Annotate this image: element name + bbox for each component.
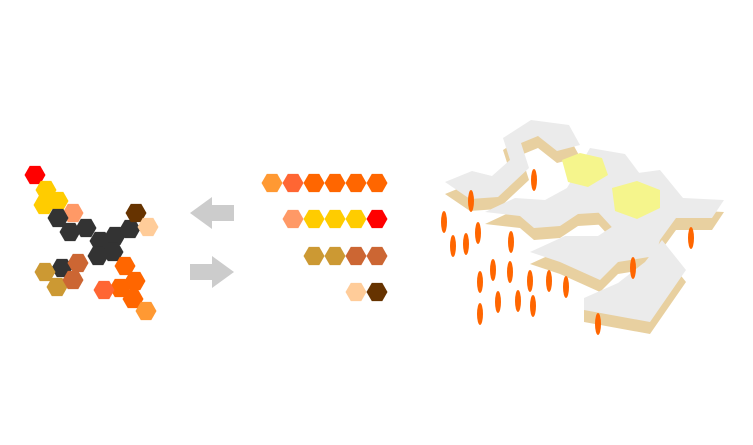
hexagon-coral <box>93 280 115 300</box>
droplet <box>530 295 536 317</box>
hexagon-light-orange <box>135 301 157 321</box>
droplet <box>630 257 636 279</box>
fragment-hexagon-orange <box>324 173 346 193</box>
fragment-hexagon-rust <box>366 246 388 266</box>
droplet <box>688 227 694 249</box>
droplets <box>441 169 694 335</box>
fragment-hexagon-yellow <box>303 209 325 229</box>
hexagon-light-brown <box>46 277 68 297</box>
slab-top <box>530 215 660 280</box>
droplet <box>546 270 552 292</box>
hexagon-dark-gray <box>104 226 126 246</box>
fragment-rows <box>261 173 388 302</box>
fragment-hexagon-salmon <box>282 209 304 229</box>
fragment-hexagon-peach <box>345 282 367 302</box>
droplet <box>563 276 569 298</box>
hexagon-rust <box>67 253 89 273</box>
hexagon-orange <box>109 278 131 298</box>
3d-molecular-slab <box>445 120 724 334</box>
hexagon-orange <box>122 289 144 309</box>
hexagon-orange <box>114 256 136 276</box>
right-arrow-icon <box>190 256 234 288</box>
fragment-hexagon-orange <box>366 173 388 193</box>
fragment-hexagon-coral <box>282 173 304 193</box>
fragment-hexagon-yellow <box>324 209 346 229</box>
hexagon-dark-brown <box>125 203 147 223</box>
fragment-hexagon-yellow <box>345 209 367 229</box>
droplet <box>477 271 483 293</box>
hexagon-red <box>24 165 46 185</box>
hexagon-rust <box>62 270 84 290</box>
droplet <box>531 169 537 191</box>
fragment-hexagon-dark-brown <box>366 282 388 302</box>
droplet <box>515 290 521 312</box>
droplet <box>463 233 469 255</box>
hexagon-dark-gray <box>102 242 124 262</box>
hexagon-molecule <box>24 165 159 321</box>
hexagon-light-brown <box>34 262 56 282</box>
fragment-hexagon-light-orange <box>261 173 283 193</box>
aromatic-ring <box>612 181 660 219</box>
hexagon-orange <box>124 271 146 291</box>
hexagon-dark-gray <box>47 208 69 228</box>
fragment-hexagon-orange <box>345 173 367 193</box>
hexagon-dark-gray <box>59 222 81 242</box>
hexagon-dark-gray <box>75 218 97 238</box>
fragment-hexagon-red <box>366 209 388 229</box>
arrows <box>190 197 234 288</box>
slab-top <box>445 120 580 199</box>
fragment-hexagon-rust <box>345 246 367 266</box>
aromatic-ring <box>562 153 608 187</box>
droplet <box>495 291 501 313</box>
droplet <box>468 190 474 212</box>
slab-top <box>584 240 686 322</box>
droplet <box>508 231 514 253</box>
droplet <box>450 235 456 257</box>
droplet <box>475 222 481 244</box>
droplet <box>527 270 533 292</box>
hexagon-yellow <box>33 195 55 215</box>
fragment-hexagon-light-brown <box>324 246 346 266</box>
hexagon-peach <box>137 217 159 237</box>
droplet <box>490 259 496 281</box>
fragment-hexagon-orange <box>303 173 325 193</box>
hexagon-dark-gray <box>119 219 141 239</box>
droplet <box>477 303 483 325</box>
left-arrow-icon <box>190 197 234 229</box>
droplet <box>441 211 447 233</box>
droplet <box>595 313 601 335</box>
droplet <box>507 261 513 283</box>
fragment-hexagon-light-brown <box>303 246 325 266</box>
